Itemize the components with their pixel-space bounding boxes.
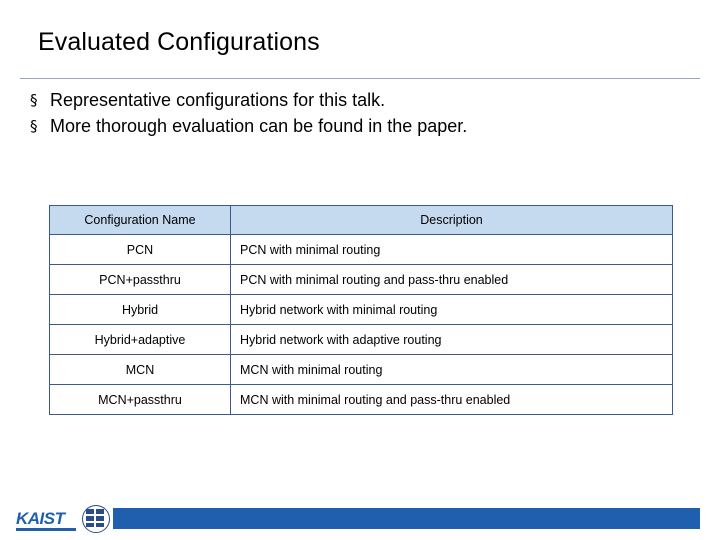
table-row: Hybrid+adaptive Hybrid network with adap…	[49, 324, 673, 355]
table-row: MCN MCN with minimal routing	[49, 354, 673, 385]
cell-description: MCN with minimal routing	[230, 354, 673, 385]
page-title: Evaluated Configurations	[38, 28, 320, 56]
cell-configuration-name: Hybrid+adaptive	[49, 324, 231, 355]
bullet-marker-icon: §	[30, 117, 38, 135]
seal-grid-line	[94, 509, 96, 527]
table-row: PCN PCN with minimal routing	[49, 234, 673, 265]
kaist-logo-underline	[16, 528, 76, 531]
table-row: MCN+passthru MCN with minimal routing an…	[49, 384, 673, 415]
table-header-row: Configuration Name Description	[49, 205, 673, 235]
cell-configuration-name: MCN	[49, 354, 231, 385]
bullet-text: More thorough evaluation can be found in…	[50, 116, 468, 136]
table-row: Hybrid Hybrid network with minimal routi…	[49, 294, 673, 325]
cell-description: PCN with minimal routing and pass-thru e…	[230, 264, 673, 295]
title-divider	[20, 78, 700, 79]
configurations-table: Configuration Name Description PCN PCN w…	[49, 205, 673, 415]
cell-configuration-name: PCN+passthru	[49, 264, 231, 295]
list-item: § Representative configurations for this…	[30, 88, 690, 113]
university-seal-icon	[82, 505, 110, 533]
table-row: PCN+passthru PCN with minimal routing an…	[49, 264, 673, 295]
column-header-description: Description	[230, 205, 673, 235]
cell-configuration-name: PCN	[49, 234, 231, 265]
cell-description: MCN with minimal routing and pass-thru e…	[230, 384, 673, 415]
list-item: § More thorough evaluation can be found …	[30, 114, 690, 139]
bullet-marker-icon: §	[30, 91, 38, 109]
kaist-logo-text: KAIST	[16, 509, 65, 528]
footer-bar	[113, 508, 700, 529]
cell-description: Hybrid network with minimal routing	[230, 294, 673, 325]
cell-configuration-name: Hybrid	[49, 294, 231, 325]
bullet-text: Representative configurations for this t…	[50, 90, 386, 110]
cell-description: PCN with minimal routing	[230, 234, 673, 265]
cell-description: Hybrid network with adaptive routing	[230, 324, 673, 355]
bullet-list: § Representative configurations for this…	[30, 88, 690, 140]
cell-configuration-name: MCN+passthru	[49, 384, 231, 415]
column-header-configuration-name: Configuration Name	[49, 205, 231, 235]
kaist-logo: KAIST	[16, 509, 78, 531]
configurations-table-wrapper: Configuration Name Description PCN PCN w…	[49, 205, 673, 415]
